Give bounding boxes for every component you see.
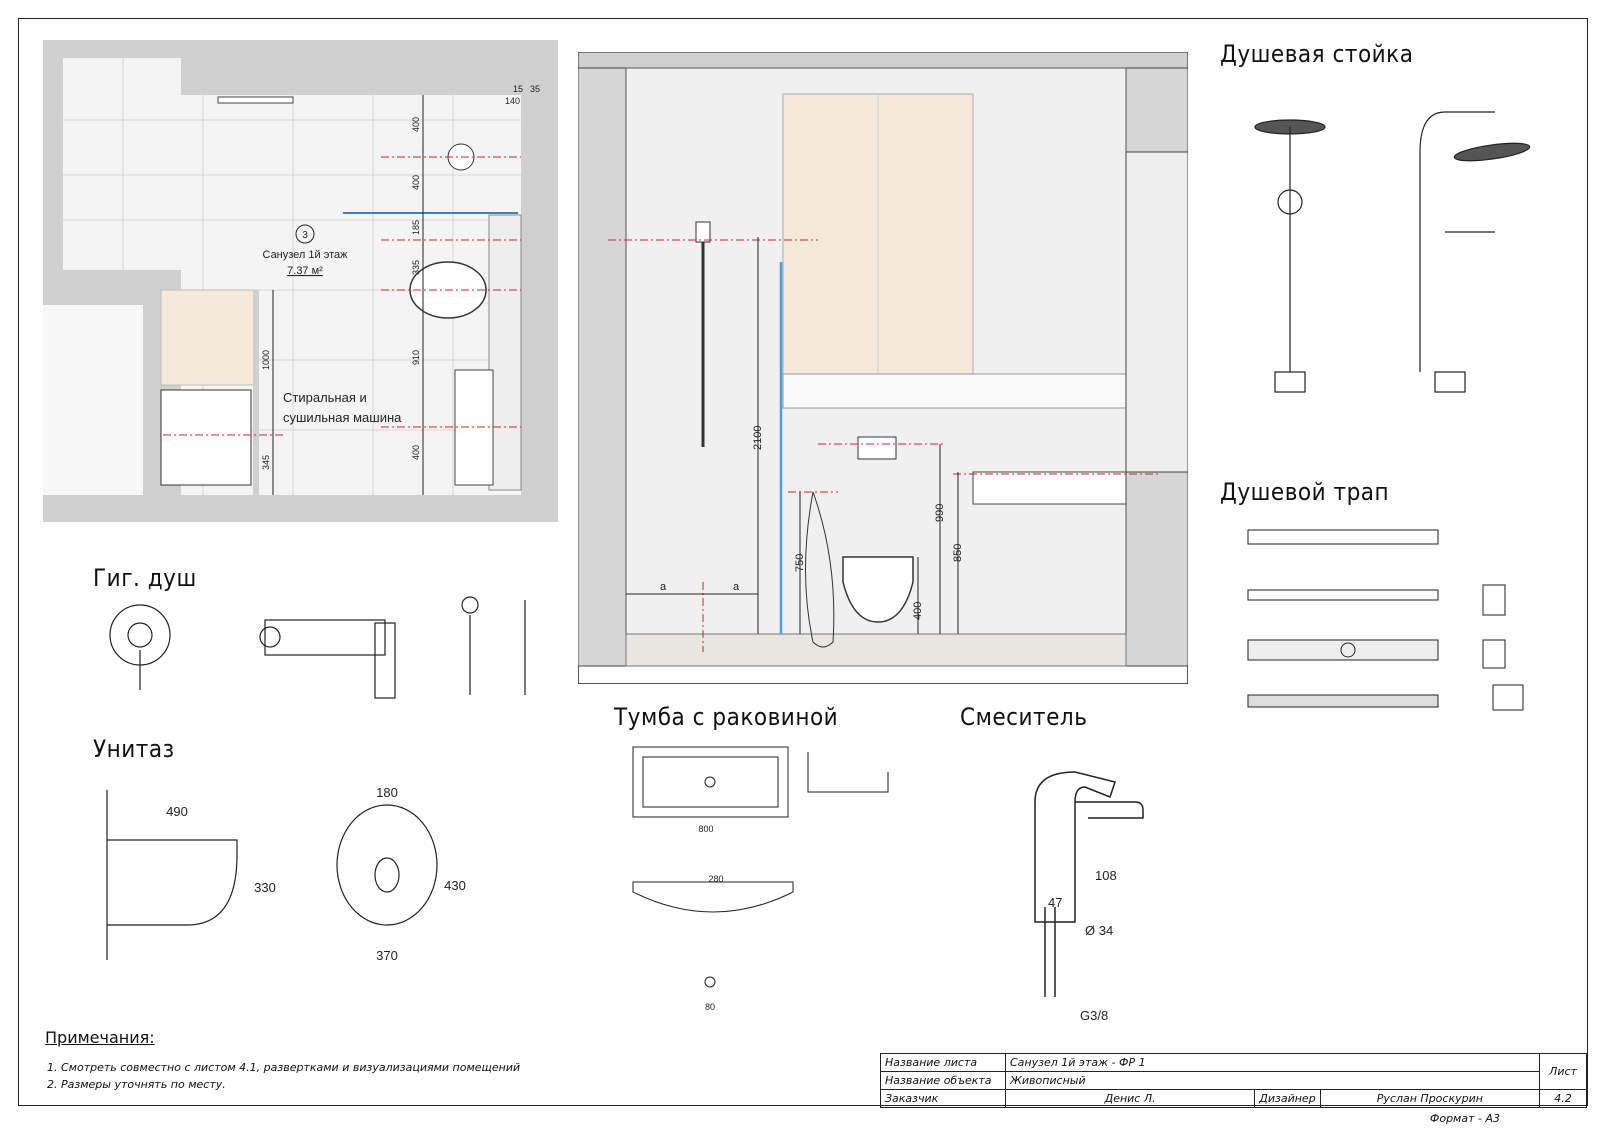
plan-dim-1: 400 [411,117,421,132]
notes-title: Примечания: [45,1028,155,1047]
room-area: 7.37 м² [287,265,323,277]
svg-text:G3/8: G3/8 [1080,1008,1108,1023]
plan-dim-6: 400 [411,445,421,460]
title-faucet: Смеситель [960,703,1088,731]
room-name: Санузел 1й этаж [263,249,349,261]
floor-plan: 3 Санузел 1й этаж 7.37 м² Стиральная и с… [43,40,558,522]
svg-text:800: 800 [698,824,713,834]
shower-drain-drawing [1247,529,1524,711]
sheet-name-label: Название листа [880,1053,1006,1072]
washer-label-2: сушильная машина [283,410,402,425]
designer-label: Дизайнер [1254,1089,1321,1108]
svg-text:490: 490 [166,804,188,819]
vanity-drawing: 800 280 80 [632,746,889,1012]
sheet-name-value: Санузел 1й этаж - ФР 1 [1005,1053,1540,1072]
shower-rack-drawing [1254,111,1531,393]
elev-dim-990: 990 [934,504,946,522]
customer-label: Заказчик [880,1089,1006,1108]
svg-text:108: 108 [1095,868,1117,883]
sheet-label: Лист [1539,1053,1587,1090]
svg-text:180: 180 [376,785,398,800]
room-number: 3 [302,230,308,241]
plan-dim-4: 335 [411,260,421,275]
elev-dim-750: 750 [794,554,806,572]
svg-text:330: 330 [254,880,276,895]
title-block: Название листа Санузел 1й этаж - ФР 1 Ли… [880,1053,1587,1108]
notes: Примечания: Смотреть совместно с листом … [45,1028,520,1093]
elev-dim-2100: 2100 [752,426,764,450]
customer-value: Денис Л. [1004,1089,1256,1108]
elev-dim-a2: a [733,581,740,593]
title-hygienic-shower: Гиг. душ [93,564,197,592]
plan-dim-3: 185 [411,220,421,235]
svg-text:47: 47 [1048,895,1062,910]
plan-dim-11: 140 [505,96,520,106]
title-vanity: Тумба с раковиной [614,703,839,731]
svg-text:Ø 34: Ø 34 [1085,923,1113,938]
title-toilet: Унитаз [93,735,175,763]
note-item: Размеры уточнять по месту. [61,1076,520,1093]
elev-dim-a1: a [660,581,667,593]
svg-text:370: 370 [376,948,398,963]
toilet-drawing: 490 180 430 370 330 [106,785,466,963]
elev-dim-850: 850 [952,544,964,562]
svg-text:80: 80 [705,1002,715,1012]
format-label: Формат - А3 [1429,1112,1500,1125]
svg-text:280: 280 [708,874,723,884]
plan-dim-7: 1000 [261,350,271,370]
object-name-label: Название объекта [880,1071,1006,1090]
drawing-frame [18,18,1588,1106]
title-shower-rack: Душевая стойка [1220,40,1414,68]
faucet-drawing: 108 47 Ø 34 G3/8 [1034,771,1144,1023]
plan-dim-10: 35 [530,84,540,94]
plan-dim-8: 345 [261,455,271,470]
hygienic-shower-drawing [109,596,526,699]
plan-dim-5: 910 [411,350,421,365]
object-name-value: Живописный [1005,1071,1540,1090]
title-shower-drain: Душевой трап [1220,478,1390,506]
elev-dim-400: 400 [912,602,924,620]
sheet-number: 4.2 [1539,1089,1587,1108]
designer-value: Руслан Проскурин [1319,1089,1541,1108]
washer-label-1: Стиральная и [283,390,367,405]
plan-dim-9: 15 [513,84,523,94]
wall-elevation: 2100 750 990 850 400 a a [578,52,1188,684]
svg-text:430: 430 [444,878,466,893]
note-item: Смотреть совместно с листом 4.1, разверт… [61,1059,520,1076]
plan-dim-2: 400 [411,175,421,190]
